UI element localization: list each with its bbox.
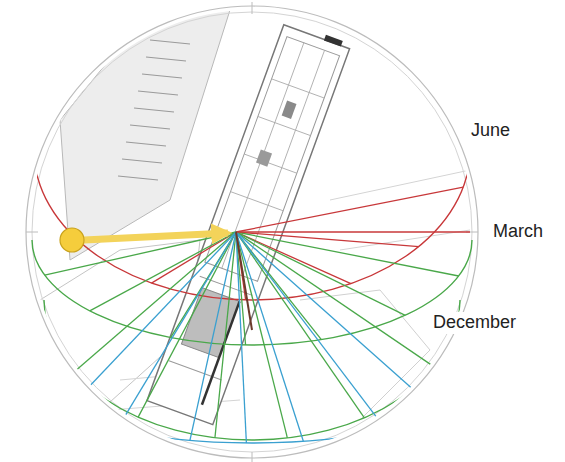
season-label: June [468, 120, 513, 142]
site-plan [20, 0, 490, 462]
season-label: December [430, 312, 519, 334]
sun-symbol [60, 228, 84, 252]
season-label: March [490, 221, 546, 243]
